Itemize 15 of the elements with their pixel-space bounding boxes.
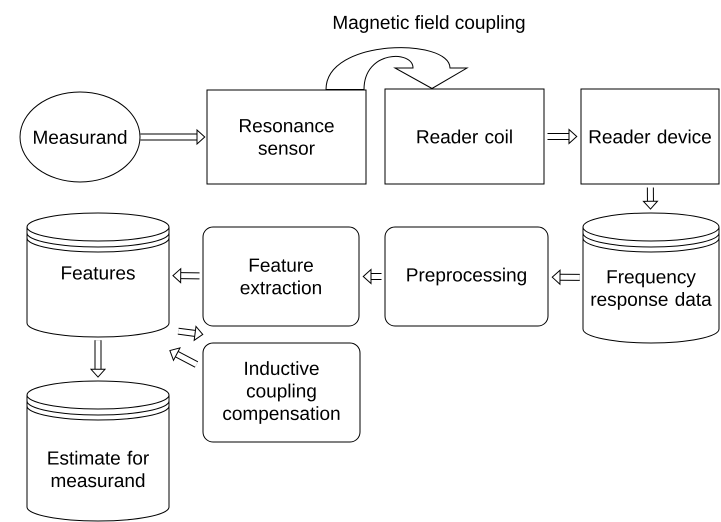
data-cylinder: Estimate for measurand (26, 380, 170, 522)
node-label: Frequency response data (592, 270, 712, 310)
block-arrow (326, 47, 468, 90)
node-label: Features (62, 266, 135, 280)
process-box: Inductive coupling compensation (202, 342, 360, 442)
data-cylinder: Frequency response data (582, 212, 720, 344)
process-box: Feature extraction (202, 226, 360, 326)
edge-label: Magnetic field coupling (331, 14, 527, 34)
block-box: Reader device (580, 88, 720, 184)
block-box: Reader coil (384, 88, 544, 184)
data-cylinder: Features (26, 212, 170, 338)
process-box: Preprocessing (384, 226, 548, 326)
block-box: Resonance sensor (206, 90, 366, 184)
block-arrow (169, 347, 198, 368)
node-label: Estimate for measurand (48, 450, 149, 488)
